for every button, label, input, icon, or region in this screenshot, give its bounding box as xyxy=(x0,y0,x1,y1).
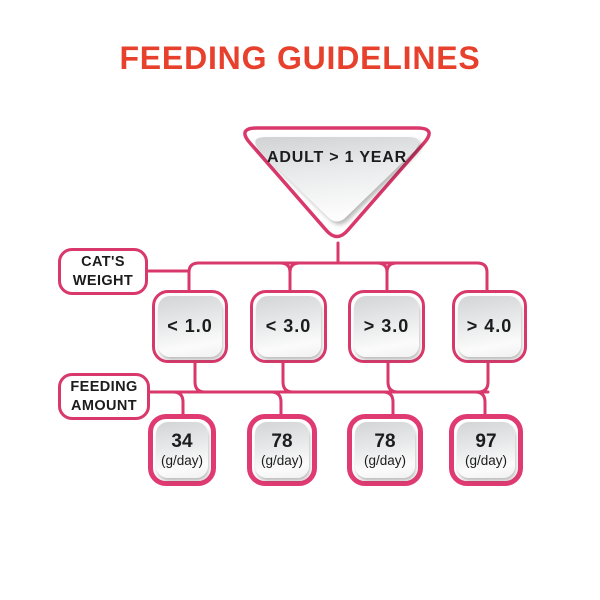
weight-node-4-tile: > 4.0 xyxy=(458,296,521,357)
amount-up-1 xyxy=(193,360,207,394)
weight-drop-2 xyxy=(278,261,302,293)
weight-node-1: < 1.0 xyxy=(152,290,228,363)
amount-node-4: 97 (g/day) xyxy=(449,414,523,486)
amount-node-3: 78 (g/day) xyxy=(347,414,423,486)
weight-bus-line xyxy=(187,261,489,293)
weight-drop-3 xyxy=(375,261,399,293)
weight-node-1-tile: < 1.0 xyxy=(158,296,222,357)
amount-node-2: 78 (g/day) xyxy=(247,414,317,486)
page-title: FEEDING GUIDELINES xyxy=(119,40,481,76)
amount-header-line1: FEEDING xyxy=(70,378,138,395)
amount-header-pill: FEEDING AMOUNT xyxy=(58,373,150,420)
weight-node-2-tile: < 3.0 xyxy=(256,296,321,357)
weight-header-pill: CAT'S WEIGHT xyxy=(58,248,148,295)
amount-drop-1 xyxy=(171,390,185,418)
weight-header-line1: CAT'S xyxy=(81,253,125,270)
root-node-label: ADULT > 1 YEAR xyxy=(267,149,407,166)
amount-node-4-unit: (g/day) xyxy=(464,453,508,469)
amount-node-4-tile: 97 (g/day) xyxy=(457,422,515,478)
weight-node-2: < 3.0 xyxy=(250,290,327,363)
weight-header-line2: WEIGHT xyxy=(72,272,134,289)
amount-node-1-unit: (g/day) xyxy=(160,453,204,469)
amount-node-1-tile: 34 (g/day) xyxy=(156,422,208,478)
amount-header-line2: AMOUNT xyxy=(70,397,138,414)
amount-node-3-unit: (g/day) xyxy=(363,453,407,469)
weight-node-3-label: > 3.0 xyxy=(363,316,410,336)
weight-node-4: > 4.0 xyxy=(452,290,527,363)
amount-drop-3 xyxy=(381,390,395,418)
root-node-shape xyxy=(255,137,419,222)
amount-node-3-tile: 78 (g/day) xyxy=(355,422,415,478)
connector-lines xyxy=(144,241,490,418)
weight-node-1-label: < 1.0 xyxy=(167,316,213,336)
amount-up-4 xyxy=(476,360,490,394)
weight-node-2-label: < 3.0 xyxy=(265,316,312,336)
weight-node-4-label: > 4.0 xyxy=(466,316,513,336)
amount-node-4-value: 97 xyxy=(475,431,497,453)
amount-node-1-value: 34 xyxy=(171,431,193,453)
amount-node-2-unit: (g/day) xyxy=(260,453,304,469)
amount-up-2 xyxy=(281,360,295,394)
amount-node-2-value: 78 xyxy=(271,431,293,453)
amount-drop-2 xyxy=(269,390,283,418)
amount-up-3 xyxy=(386,360,400,394)
amount-node-1: 34 (g/day) xyxy=(148,414,216,486)
weight-node-3-tile: > 3.0 xyxy=(354,296,419,357)
weight-node-3: > 3.0 xyxy=(348,290,425,363)
amount-node-3-value: 78 xyxy=(374,431,396,453)
amount-drop-4 xyxy=(473,390,487,418)
amount-node-2-tile: 78 (g/day) xyxy=(255,422,309,478)
